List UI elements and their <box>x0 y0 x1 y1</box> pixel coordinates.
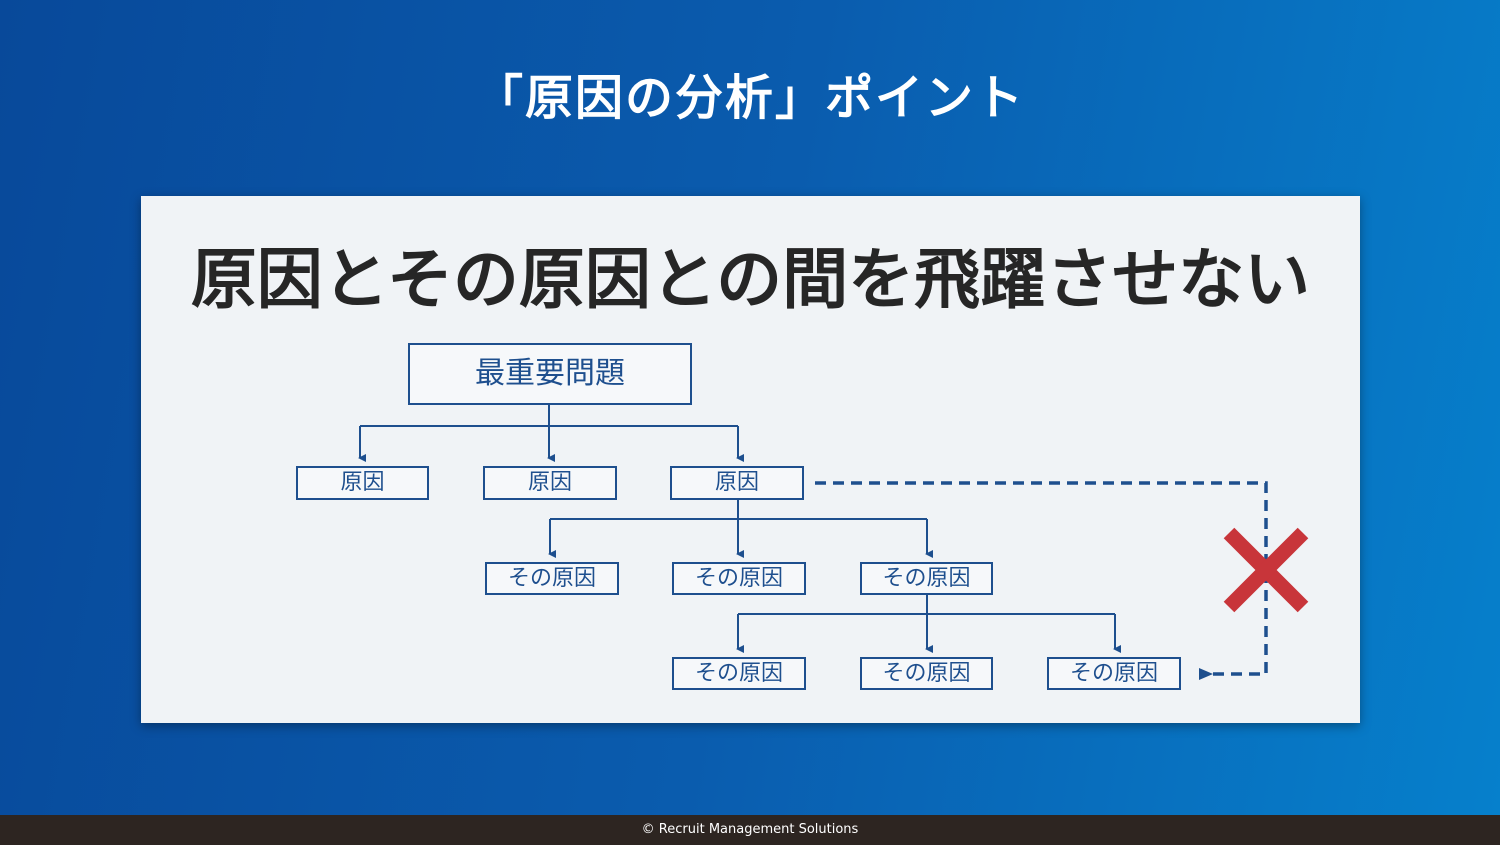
sub-cause-box-2: その原因 <box>672 562 806 595</box>
sub-sub-cause-box-3: その原因 <box>1047 657 1181 690</box>
sub-cause-box-3: その原因 <box>860 562 993 595</box>
skip-cross-icon <box>1223 527 1309 613</box>
headline: 原因とその原因との間を飛躍させない <box>190 241 1311 318</box>
content-panel: 原因とその原因との間を飛躍させない <box>141 196 1360 723</box>
sub-cause-box-1: その原因 <box>485 562 619 595</box>
slide-title: 「原因の分析」ポイント <box>474 70 1025 126</box>
footer-copyright: © Recruit Management Solutions <box>0 815 1500 845</box>
cause-box-1: 原因 <box>296 466 429 500</box>
connector-lines <box>358 403 1309 680</box>
sub-sub-cause-box-2: その原因 <box>860 657 993 690</box>
cause-box-3: 原因 <box>670 466 804 500</box>
cause-box-2: 原因 <box>483 466 617 500</box>
level2-connector <box>736 594 1121 653</box>
sub-sub-cause-box-1: その原因 <box>672 657 806 690</box>
level1-connector <box>548 499 933 558</box>
root-connector <box>358 403 744 462</box>
root-problem-box: 最重要問題 <box>408 343 692 405</box>
